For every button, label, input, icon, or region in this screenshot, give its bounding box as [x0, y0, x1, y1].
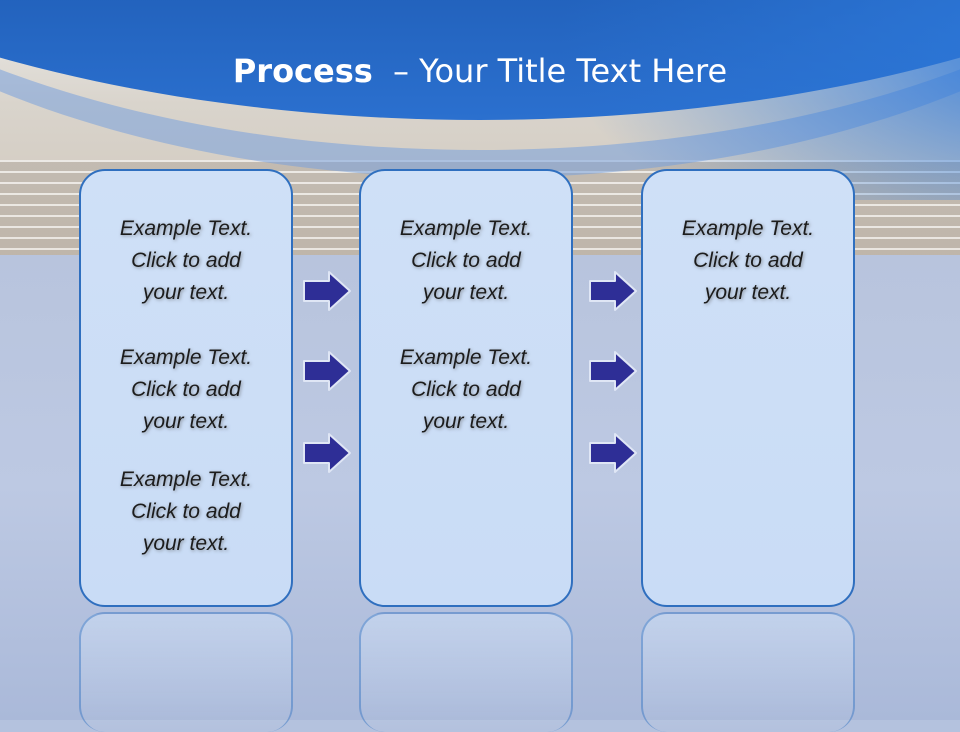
title-rest: – Your Title Text Here [392, 52, 728, 90]
text-line: Click to add [411, 249, 521, 272]
header-glow [0, 0, 960, 200]
slide-title[interactable]: Process – Your Title Text Here [0, 52, 960, 90]
text-line: Example Text. [681, 217, 815, 240]
text-line: Example Text. [119, 217, 253, 240]
text-line: Click to add [131, 249, 241, 272]
text-line: Example Text. [119, 468, 253, 491]
text-block[interactable]: Example Text. Click to add your text. [361, 342, 571, 438]
text-block[interactable]: Example Text. Click to add your text. [81, 342, 291, 438]
box-reflection-1 [79, 612, 293, 732]
arrow-right-icon[interactable] [588, 270, 638, 312]
arrow-right-icon[interactable] [302, 432, 352, 474]
process-box-1[interactable]: Example Text. Click to add your text. Ex… [79, 169, 293, 607]
text-line: your text. [704, 281, 792, 304]
text-line: your text. [422, 281, 510, 304]
title-bold: Process [232, 52, 373, 90]
text-line: Click to add [411, 378, 521, 401]
box-reflection-2 [359, 612, 573, 732]
box-reflection-3 [641, 612, 855, 732]
text-block[interactable]: Example Text. Click to add your text. [81, 464, 291, 560]
arrow-right-icon[interactable] [588, 350, 638, 392]
text-line: Example Text. [399, 346, 533, 369]
text-line: your text. [142, 410, 230, 433]
text-line: your text. [142, 281, 230, 304]
text-block[interactable]: Example Text. Click to add your text. [81, 213, 291, 309]
arrow-right-icon[interactable] [302, 270, 352, 312]
arrow-right-icon[interactable] [302, 350, 352, 392]
text-block[interactable]: Example Text. Click to add your text. [361, 213, 571, 309]
process-box-2[interactable]: Example Text. Click to add your text. Ex… [359, 169, 573, 607]
text-line: Example Text. [119, 346, 253, 369]
text-line: Click to add [693, 249, 803, 272]
process-box-3[interactable]: Example Text. Click to add your text. [641, 169, 855, 607]
arrow-right-icon[interactable] [588, 432, 638, 474]
text-line: your text. [422, 410, 510, 433]
text-line: your text. [142, 532, 230, 555]
text-line: Example Text. [399, 217, 533, 240]
text-line: Click to add [131, 378, 241, 401]
text-block[interactable]: Example Text. Click to add your text. [643, 213, 853, 309]
text-line: Click to add [131, 500, 241, 523]
